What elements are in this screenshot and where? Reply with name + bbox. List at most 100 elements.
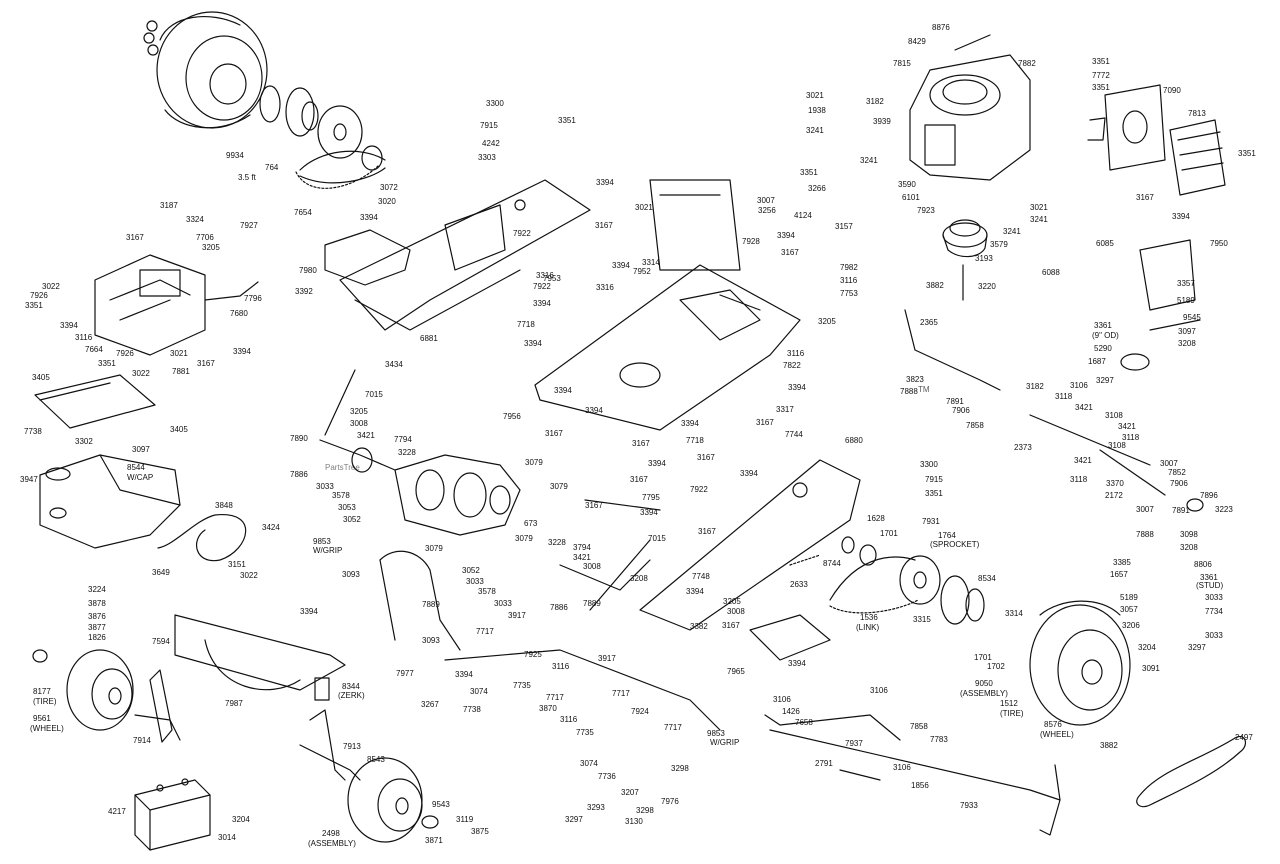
callout: 7654 bbox=[294, 208, 312, 217]
callout: 3351 bbox=[25, 301, 43, 310]
callout: 7922 bbox=[513, 229, 531, 238]
callout: 3224 bbox=[88, 585, 106, 594]
callout: 3167 bbox=[722, 621, 740, 630]
callout: 1701 bbox=[880, 529, 898, 538]
callout: 9543 bbox=[432, 800, 450, 809]
callout: 7965 bbox=[727, 667, 745, 676]
callout: 7952 bbox=[633, 267, 651, 276]
callout: 3052 bbox=[462, 566, 480, 575]
callout: 3108 bbox=[1105, 411, 1123, 420]
callout: 7015 bbox=[365, 390, 383, 399]
callout: 3108 bbox=[1108, 441, 1126, 450]
callout: 3394 bbox=[612, 261, 630, 270]
callout: 3394 bbox=[648, 459, 666, 468]
callout: 3421 bbox=[1075, 403, 1093, 412]
frame-rail-illustration bbox=[339, 179, 591, 331]
callout: 3871 bbox=[425, 836, 443, 845]
callout: 7890 bbox=[290, 434, 308, 443]
callout: 1826 bbox=[88, 633, 106, 642]
callout: 3314 bbox=[1005, 609, 1023, 618]
callout: 3008 bbox=[583, 562, 601, 571]
callout: 3848 bbox=[215, 501, 233, 510]
callout: 5189 bbox=[1177, 296, 1195, 305]
spindle-right-illustration bbox=[299, 709, 361, 781]
spindle-left-illustration bbox=[134, 669, 181, 743]
callout: 7815 bbox=[893, 59, 911, 68]
callout: 3106 bbox=[773, 695, 791, 704]
callout: 7906 bbox=[1170, 479, 1188, 488]
callout: 4124 bbox=[794, 211, 812, 220]
callout: 3.5 ft bbox=[238, 173, 257, 182]
callout: 9853 bbox=[707, 729, 725, 738]
callout: 8544 bbox=[127, 463, 145, 472]
callout: 8534 bbox=[978, 574, 996, 583]
callout: 2365 bbox=[920, 318, 938, 327]
callout: 3022 bbox=[42, 282, 60, 291]
callout: 3314 bbox=[642, 258, 660, 267]
steering-loop-illustration bbox=[379, 550, 461, 651]
callout: 3394 bbox=[60, 321, 78, 330]
callout: 3074 bbox=[580, 759, 598, 768]
callout: 3033 bbox=[494, 599, 512, 608]
callout: 3021 bbox=[635, 203, 653, 212]
callout: 3098 bbox=[1180, 530, 1198, 539]
callout: 3266 bbox=[808, 184, 826, 193]
callout: 3167 bbox=[585, 501, 603, 510]
callout: (9" OD) bbox=[1092, 331, 1119, 340]
callout: 2172 bbox=[1105, 491, 1123, 500]
callout: 3208 bbox=[1180, 543, 1198, 552]
callout: 3097 bbox=[132, 445, 150, 454]
callout: (TIRE) bbox=[33, 697, 57, 706]
callout: 7858 bbox=[966, 421, 984, 430]
callout: 8177 bbox=[33, 687, 51, 696]
battery-illustration bbox=[134, 778, 211, 851]
callout: 3167 bbox=[630, 475, 648, 484]
callout: 3097 bbox=[1178, 327, 1196, 336]
callout: 7924 bbox=[631, 707, 649, 716]
callout: 3394 bbox=[788, 659, 806, 668]
callout: 7748 bbox=[692, 572, 710, 581]
callout: 1856 bbox=[911, 781, 929, 790]
callout: 3351 bbox=[925, 489, 943, 498]
callout: 2498 bbox=[322, 829, 340, 838]
callout: 7926 bbox=[116, 349, 134, 358]
callout: 3057 bbox=[1120, 605, 1138, 614]
callout: 8576 bbox=[1044, 720, 1062, 729]
callout: 7090 bbox=[1163, 86, 1181, 95]
watermark-text: PartsTree bbox=[325, 463, 360, 472]
callout: 3297 bbox=[565, 815, 583, 824]
callout: 3167 bbox=[756, 418, 774, 427]
callout: 3167 bbox=[697, 453, 715, 462]
callout: 3022 bbox=[132, 369, 150, 378]
callout: 7889 bbox=[422, 600, 440, 609]
callout: 5189 bbox=[1120, 593, 1138, 602]
callout: 3021 bbox=[1030, 203, 1048, 212]
callout: 3649 bbox=[152, 568, 170, 577]
callout: 7717 bbox=[664, 723, 682, 732]
callout: 3167 bbox=[781, 248, 799, 257]
callout: 9934 bbox=[226, 151, 244, 160]
lug-nuts-top-left-illustration bbox=[143, 20, 159, 56]
callout: 3316 bbox=[596, 283, 614, 292]
callout: 7891 bbox=[946, 397, 964, 406]
callout: 3256 bbox=[758, 206, 776, 215]
callout: 3424 bbox=[262, 523, 280, 532]
callout: 6880 bbox=[845, 436, 863, 445]
callout: 3947 bbox=[20, 475, 38, 484]
callout: 3917 bbox=[508, 611, 526, 620]
callout: 673 bbox=[524, 519, 538, 528]
callout: 3052 bbox=[343, 515, 361, 524]
callout: 6088 bbox=[1042, 268, 1060, 277]
rear-hub-right-illustration bbox=[940, 575, 985, 625]
callout: 7735 bbox=[576, 728, 594, 737]
callout: 7950 bbox=[1210, 239, 1228, 248]
callout: 1628 bbox=[867, 514, 885, 523]
callout: 3315 bbox=[913, 615, 931, 624]
rear-bracket-illustration bbox=[649, 179, 741, 271]
callout: 3182 bbox=[1026, 382, 1044, 391]
callout: 7852 bbox=[1168, 468, 1186, 477]
callout: 3074 bbox=[470, 687, 488, 696]
front-tire-left-illustration bbox=[32, 649, 134, 731]
callout: 3106 bbox=[870, 686, 888, 695]
callout: 3351 bbox=[1092, 83, 1110, 92]
